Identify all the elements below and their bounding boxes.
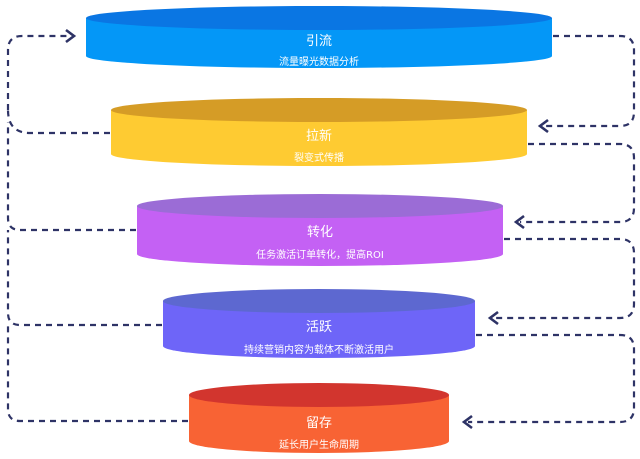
left-loop-to-tier-1 [6, 34, 70, 110]
left-flow-lines [6, 28, 188, 423]
right-line-from-tier-3 [494, 237, 636, 320]
right-line-from-tier-2 [520, 142, 636, 224]
tier-1-body [86, 18, 552, 68]
tier-3-top [137, 194, 503, 218]
left-line-from-tier-2 [6, 109, 110, 135]
left-line-from-tier-5 [6, 325, 188, 423]
left-line-from-tier-3 [6, 122, 136, 232]
tier-5-title: 留存 [306, 416, 332, 431]
tier-4-body [163, 301, 475, 358]
right-line-from-tier-4 [468, 333, 636, 424]
funnel-tier-4: 活跃 持续营销内容为载体不断激活用户 [163, 289, 475, 358]
tier-4-top [163, 289, 475, 313]
tier-1-title: 引流 [306, 34, 332, 49]
tier-5-top [189, 383, 449, 407]
tier-3-subtitle: 任务激活订单转化，提高ROI [256, 248, 384, 261]
tier-5-subtitle: 延长用户生命周期 [279, 438, 359, 451]
tier-4-title: 活跃 [306, 320, 332, 335]
tier-5-body [189, 395, 449, 453]
tier-3-title: 转化 [307, 225, 333, 240]
right-line-from-tier-1 [544, 34, 636, 128]
tier-2-top [111, 98, 527, 122]
tier-1-subtitle: 流量曝光数据分析 [279, 55, 359, 68]
tier-2-body [111, 110, 527, 166]
arrow-into-tier-5 [461, 414, 473, 430]
tier-1-top [86, 6, 552, 30]
funnel-tier-2: 拉新 裂变式传播 [111, 98, 527, 166]
tier-4-subtitle: 持续营销内容为载体不断激活用户 [244, 343, 394, 356]
arrow-into-tier-3 [513, 214, 525, 230]
arrow-into-tier-4 [487, 310, 499, 326]
arrow-into-tier-1 [65, 28, 77, 44]
arrow-into-tier-2 [537, 118, 549, 134]
tier-2-title: 拉新 [306, 128, 332, 144]
tier-3-body [137, 206, 503, 266]
funnel-tier-5: 留存 延长用户生命周期 [189, 383, 449, 453]
right-flow-lines [461, 34, 636, 430]
funnel-tier-3: 转化 任务激活订单转化，提高ROI [137, 194, 503, 266]
funnel-tier-1: 引流 流量曝光数据分析 [86, 6, 552, 68]
tier-2-subtitle: 裂变式传播 [294, 151, 344, 164]
